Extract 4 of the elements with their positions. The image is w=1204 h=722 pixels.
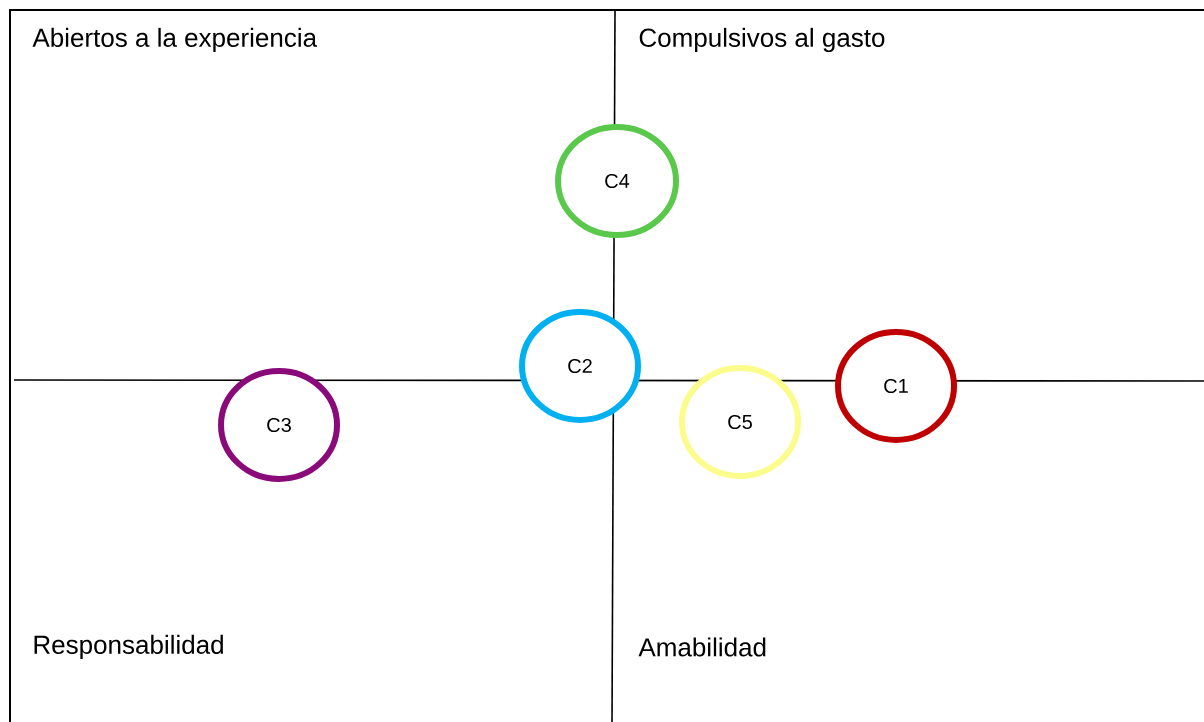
quadrant-label: Amabilidad (638, 637, 766, 657)
quadrant-label: Abiertos a la experiencia (32, 27, 318, 53)
quadrant-label: Compulsivos al gasto (639, 27, 885, 53)
quadrant-label: Responsabilidad (34, 634, 223, 660)
